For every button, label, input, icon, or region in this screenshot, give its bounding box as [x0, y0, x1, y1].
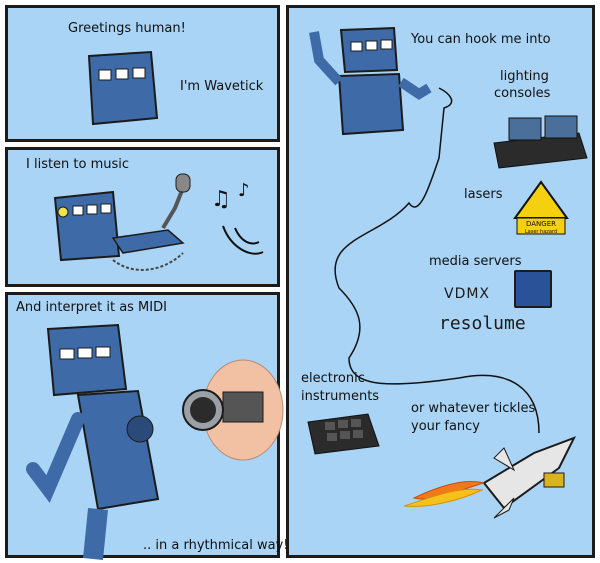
panel-listen: I listen to music ♫ ♪	[5, 147, 280, 287]
laser-sign-line1: DANGER	[526, 220, 556, 228]
panel-greeting: Greetings human! I'm Wavetick	[5, 5, 280, 142]
midi-plug-illustration	[182, 359, 284, 461]
lighting-console-icon	[493, 115, 588, 169]
fancy-line2: your fancy	[411, 419, 480, 434]
fancy-line1: or whatever tickles	[411, 401, 536, 416]
laser-warning-icon: DANGER Laser hazard	[513, 180, 569, 235]
midi-caption: And interpret it as MIDI	[16, 300, 167, 315]
svg-text:♫: ♫	[211, 187, 231, 212]
vdmx-logo: VDMX	[444, 286, 490, 302]
robot-body-illustration	[26, 323, 160, 560]
robot-head-illustration	[87, 50, 159, 126]
lighting-line2: consoles	[494, 86, 551, 101]
media-server-logo-badge	[514, 270, 552, 308]
rocket-illustration	[403, 436, 577, 519]
lasers-caption: lasers	[464, 187, 503, 202]
lighting-line1: lighting	[500, 69, 549, 84]
vdmx-logo-text: VDMX	[444, 286, 491, 302]
robot-waving-illustration	[309, 26, 432, 136]
drum-pad-icon	[307, 413, 380, 455]
panel-midi: And interpret it as MIDI .. in a rhythmi…	[5, 292, 289, 560]
hook-into-caption: You can hook me into	[411, 32, 551, 47]
media-servers-caption: media servers	[429, 254, 522, 269]
robot-with-microphone-illustration: ♫ ♪	[53, 173, 264, 271]
resolume-logo: resolume	[439, 313, 526, 334]
resolume-logo-text: resolume	[439, 313, 526, 334]
rhythmic-caption: .. in a rhythmical way!	[143, 538, 289, 553]
instruments-line1: electronic	[301, 371, 365, 386]
panel-integrations: You can hook me into lighting consoles l…	[286, 5, 595, 558]
listen-caption: I listen to music	[26, 157, 130, 172]
laser-sign-line2: Laser hazard	[525, 229, 557, 235]
instruments-line2: instruments	[301, 389, 380, 404]
connection-cable	[334, 87, 540, 434]
robot-name-caption: I'm Wavetick	[180, 79, 264, 94]
greeting-caption: Greetings human!	[68, 21, 186, 36]
svg-text:♪: ♪	[238, 180, 250, 201]
